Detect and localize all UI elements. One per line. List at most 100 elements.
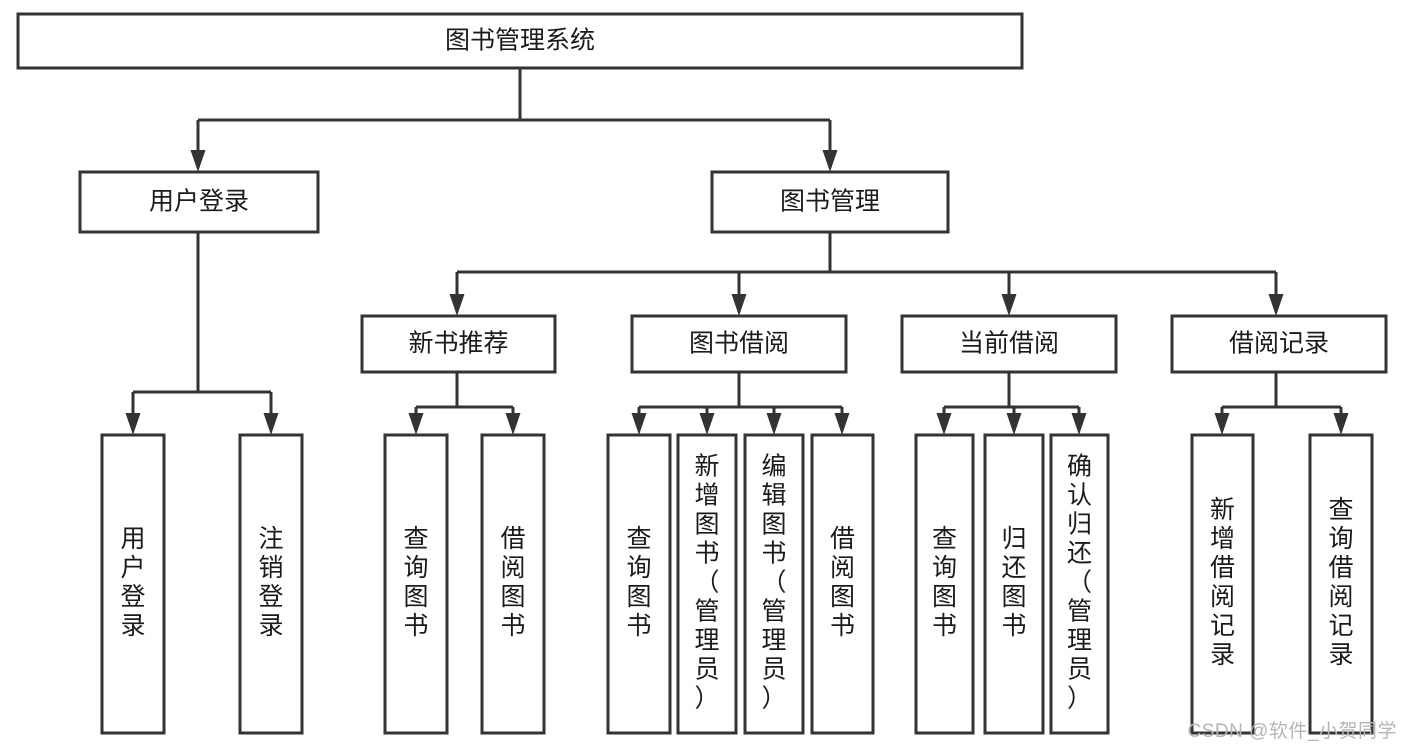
- node-label-char: 确: [1067, 453, 1092, 481]
- node-label-char: 还: [1001, 554, 1026, 582]
- node-label-char: ）: [694, 685, 719, 713]
- connector-layer: [125, 68, 1349, 435]
- node-l3-当前借阅[interactable]: 当前借阅: [900, 314, 1118, 374]
- node-label-char: 图: [1001, 583, 1026, 611]
- node-label-char: 理: [1067, 627, 1092, 655]
- node-label-char: 录: [120, 612, 145, 640]
- node-l3-新书推荐[interactable]: 新书推荐: [360, 314, 557, 374]
- node-label-char: 查: [932, 525, 957, 553]
- node-label-char: 登: [258, 583, 283, 611]
- node-label: 图书管理系统: [445, 27, 595, 55]
- node-label: 用户登录: [149, 188, 249, 216]
- node-label-char: 归: [1001, 525, 1026, 553]
- node-label-char: 员: [1067, 656, 1092, 684]
- node-label-char: 员: [694, 656, 719, 684]
- node-label-char: 借: [1210, 554, 1235, 582]
- node-label-char: 借: [1328, 554, 1353, 582]
- connector-借阅记录: [1214, 372, 1349, 435]
- node-label-char: 阅: [830, 554, 855, 582]
- node-label-char: 认: [1067, 482, 1092, 510]
- node-label-char: 编: [761, 453, 786, 481]
- node-label-char: 新: [1210, 496, 1235, 524]
- node-label-char: （: [694, 569, 719, 597]
- node-label-char: 图: [626, 583, 651, 611]
- node-label-char: 询: [626, 554, 651, 582]
- node-label-char: 书: [761, 540, 786, 568]
- node-label-char: 户: [120, 554, 145, 582]
- node-label: 新书推荐: [408, 330, 508, 358]
- node-label-char: 用: [120, 525, 145, 553]
- node-label-char: ）: [1067, 685, 1092, 713]
- node-label-char: 查: [1328, 496, 1353, 524]
- csdn-watermark: CSDN @软件_小贺同学: [1187, 721, 1397, 742]
- node-label-char: 销: [258, 554, 283, 582]
- node-label-char: 记: [1210, 612, 1235, 640]
- node-layer: 图书管理系统用户登录图书管理新书推荐图书借阅当前借阅借阅记录用户登录注销登录查询…: [16, 12, 1388, 735]
- connector-当前借阅: [936, 372, 1087, 435]
- node-label: 当前借阅: [959, 330, 1059, 358]
- node-l2-用户登录[interactable]: 用户登录: [78, 170, 320, 234]
- node-label-char: 录: [1328, 641, 1353, 669]
- connector-图书借阅: [631, 372, 850, 435]
- node-label-char: 书: [932, 612, 957, 640]
- node-leaf-用户登录[interactable]: 用户登录: [100, 433, 166, 735]
- node-label-char: 辑: [761, 482, 786, 510]
- node-l2-图书管理[interactable]: 图书管理: [710, 170, 950, 234]
- node-label-char: 书: [626, 612, 651, 640]
- node-root-图书管理系统[interactable]: 图书管理系统: [16, 12, 1024, 70]
- node-l3-借阅记录[interactable]: 借阅记录: [1170, 314, 1388, 374]
- node-label-char: 借: [830, 525, 855, 553]
- node-label-char: 管: [761, 598, 786, 626]
- node-label-char: 注: [258, 525, 283, 553]
- node-label-char: 图: [932, 583, 957, 611]
- connector-图书管理: [449, 232, 1284, 316]
- node-label: 借阅记录: [1229, 330, 1329, 358]
- node-label-char: 借: [500, 525, 525, 553]
- node-label-char: 书: [500, 612, 525, 640]
- node-label-char: 查: [626, 525, 651, 553]
- node-label-char: 询: [1328, 525, 1353, 553]
- node-label-char: 管: [694, 598, 719, 626]
- node-label-char: 归: [1067, 511, 1092, 539]
- node-label-char: （: [1067, 569, 1092, 597]
- node-l3-图书借阅[interactable]: 图书借阅: [630, 314, 848, 374]
- node-label-char: 理: [694, 627, 719, 655]
- node-label-char: 图: [761, 511, 786, 539]
- node-label-char: 登: [120, 583, 145, 611]
- node-label-char: 书: [1001, 612, 1026, 640]
- node-label-char: （: [761, 569, 786, 597]
- connector-新书推荐: [408, 372, 521, 435]
- node-label-char: 书: [694, 540, 719, 568]
- connector-用户登录: [125, 232, 279, 435]
- node-label-char: 阅: [1210, 583, 1235, 611]
- node-label-char: 录: [1210, 641, 1235, 669]
- node-label-char: 书: [830, 612, 855, 640]
- node-label-char: 理: [761, 627, 786, 655]
- node-label-char: 增: [694, 482, 719, 510]
- node-label-char: ）: [761, 685, 786, 713]
- node-label-char: 记: [1328, 612, 1353, 640]
- node-label-char: 图: [694, 511, 719, 539]
- node-label: 图书管理: [780, 188, 880, 216]
- node-label-char: 阅: [500, 554, 525, 582]
- node-label-char: 图: [403, 583, 428, 611]
- node-label-char: 增: [1210, 525, 1235, 553]
- node-label-char: 图: [830, 583, 855, 611]
- node-label-char: 询: [403, 554, 428, 582]
- node-label-char: 员: [761, 656, 786, 684]
- node-label-char: 新: [694, 453, 719, 481]
